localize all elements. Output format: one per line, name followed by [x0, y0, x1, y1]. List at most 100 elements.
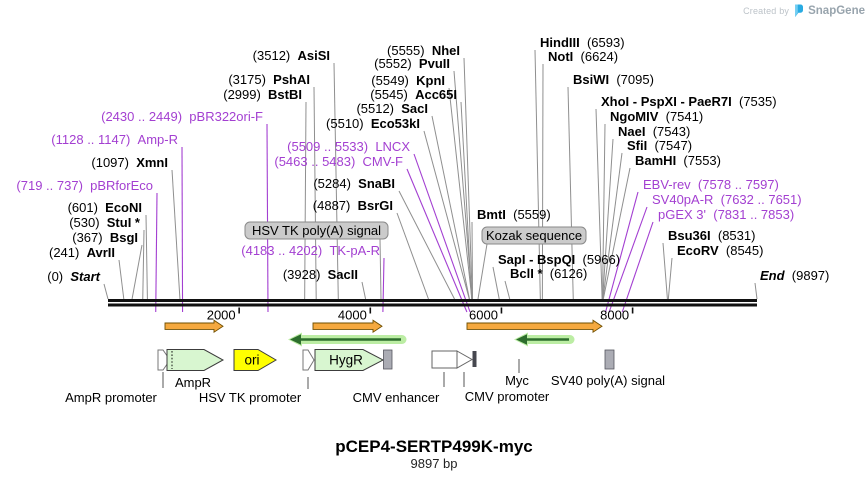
anchor-label-End: End (9897): [760, 268, 829, 283]
site-line-SacII: [361, 281, 367, 300]
site-label-NotI: NotI (6624): [548, 49, 618, 64]
site-line-EcoNI: [145, 214, 148, 300]
site-line-Start: [103, 283, 109, 300]
primer-label-LNCX: (5509 .. 5533) LNCX: [287, 139, 410, 154]
primer-label-pBRforEco: (719 .. 737) pBRforEco: [16, 178, 153, 193]
site-label-BsrGI: (4887) BsrGI: [313, 198, 393, 213]
site-label-BsgI: (367) BsgI: [72, 230, 138, 245]
box-leader-line: [379, 238, 382, 300]
site-line-NheI: [463, 57, 473, 300]
site-label-HindIII: HindIII (6593): [540, 35, 625, 50]
site-line-NotI: [541, 63, 544, 300]
site-line-Eco53kI: [423, 130, 470, 300]
site-line-NaeI: [602, 138, 614, 300]
primer-label-EBV-rev: EBV-rev (7578 .. 7597): [643, 177, 779, 192]
primer-label-TK-pA-R: (4183 .. 4202) TK-pA-R: [241, 243, 380, 258]
site-label-SapI-BspQI: SapI - BspQI (5966): [498, 252, 620, 267]
watermark-brand: SnapGene: [808, 5, 865, 17]
site-line-NgoMIV: [602, 123, 606, 300]
site-label-AvrII: (241) AvrII: [49, 245, 115, 260]
orf-arrow-2: [312, 319, 383, 334]
feature-label-CMV-enhancer: CMV enhancer: [353, 390, 440, 405]
primer-line-Amp-R: [181, 146, 184, 313]
site-line-SacI: [431, 115, 470, 300]
site-label-Bsu36I: Bsu36I (8531): [668, 228, 755, 243]
primer-label-SV40pA-R: SV40pA-R (7632 .. 7651): [652, 192, 802, 207]
site-label-BmtI: BmtI (5559): [477, 207, 551, 222]
ruler-tick-label: 4000: [338, 308, 367, 323]
ruler-bar-top: [108, 299, 757, 302]
orf-arrow-1: [164, 319, 224, 334]
product-arrow-hygr-head: [290, 334, 301, 345]
site-line-XhoI-PspXI-PaeR7I: [595, 108, 603, 300]
label-box-text: Kozak sequence: [486, 228, 582, 243]
site-line-StuI-: [142, 229, 145, 300]
site-label-SacII: (3928) SacII: [283, 267, 358, 282]
orf-arrow-3: [466, 319, 603, 334]
site-label-Eco53kI: (5510) Eco53kI: [326, 116, 420, 131]
site-line-Bsu36I: [662, 242, 668, 300]
ruler-bar-bottom: [108, 303, 757, 307]
site-label-PshAI: (3175) PshAI: [228, 72, 310, 87]
watermark: Created by SnapGene: [743, 4, 865, 18]
primer-line-CMV-F: [406, 168, 468, 313]
site-label-NheI: (5555) NheI: [387, 43, 460, 58]
site-line-SnaBI: [398, 190, 455, 300]
cmv-enhancer-box: [431, 350, 458, 369]
site-line-HindIII: [534, 49, 541, 300]
site-line-BsrGI: [396, 212, 429, 300]
feature-dark-bar: [472, 351, 477, 367]
site-label-KpnI: (5549) KpnI: [371, 73, 445, 88]
site-label-BstBI: (2999) BstBI: [223, 87, 302, 102]
label-box-HSV-TK-poly-A-signal: [244, 221, 389, 240]
feature-label-SV40-poly-A-signal: SV40 poly(A) signal: [551, 373, 665, 388]
site-label-EcoRV: EcoRV (8545): [677, 243, 763, 258]
site-line-BamHI: [602, 167, 631, 300]
hsv-tk-polya-bar: [383, 349, 393, 370]
primer-line-pBR322ori-F: [266, 123, 269, 313]
hsv-tk-promoter-arrow: [302, 349, 315, 371]
feature-label-AmpR: AmpR: [175, 375, 211, 390]
site-label-XmnI: (1097) XmnI: [91, 155, 168, 170]
label-box-Kozak-sequence: [481, 226, 587, 245]
site-label-BamHI: BamHI (7553): [635, 153, 721, 168]
watermark-created-by: Created by: [743, 6, 790, 16]
plasmid-length: 9897 bp: [410, 456, 458, 471]
feature-label-HSV-TK-promoter: HSV TK promoter: [199, 390, 302, 405]
label-box-text: HSV TK poly(A) signal: [252, 223, 381, 238]
site-line-BmtI: [471, 221, 474, 300]
site-label-SnaBI: (5284) SnaBI: [313, 176, 395, 191]
primer-line-EBV-rev: [605, 191, 639, 313]
site-line-EcoRV: [667, 257, 673, 300]
primer-label-CMV-F: (5463 .. 5483) CMV-F: [274, 154, 403, 169]
site-line-BclI-: [504, 280, 511, 300]
site-line-SfiI: [602, 152, 623, 300]
site-label-XhoI-PspXI-PaeR7I: XhoI - PspXI - PaeR7I (7535): [601, 94, 777, 109]
site-label-AsiSI: (3512) AsiSI: [253, 48, 330, 63]
primer-line-SV40pA-R: [608, 206, 648, 313]
ori-arrow: [233, 349, 277, 371]
site-line-XmnI: [171, 169, 181, 300]
primer-line-pBRforEco: [155, 192, 158, 313]
snapgene-logo-icon: [793, 4, 804, 18]
site-line-AvrII: [118, 259, 125, 300]
site-line-KpnI: [448, 87, 473, 300]
ori-arrow-label: ori: [244, 353, 259, 368]
ruler-tick-label: 6000: [469, 308, 498, 323]
site-line-BsgI: [131, 244, 143, 300]
site-line-SapI-BspQI: [492, 266, 500, 300]
site-label-Acc65I: (5545) Acc65I: [370, 87, 457, 102]
primer-label-Amp-R: (1128 .. 1147) Amp-R: [51, 132, 178, 147]
product-arrow-myc-head: [516, 334, 527, 345]
primer-line-LNCX: [413, 153, 471, 313]
site-line-PshAI: [313, 86, 317, 300]
site-label-SacI: (5512) SacI: [356, 101, 428, 116]
anchor-label-Start: (0) Start: [47, 269, 100, 284]
ampr-cds-arrow: [166, 349, 225, 371]
hygr-cds-arrow-label: HygR: [329, 353, 363, 368]
primer-label-pBR322ori-F: (2430 .. 2449) pBR322ori-F: [101, 109, 263, 124]
site-label-StuI-: (530) StuI *: [69, 215, 141, 230]
site-label-BsiWI: BsiWI (7095): [573, 72, 654, 87]
feature-label-CMV-promoter: CMV promoter: [465, 389, 550, 404]
